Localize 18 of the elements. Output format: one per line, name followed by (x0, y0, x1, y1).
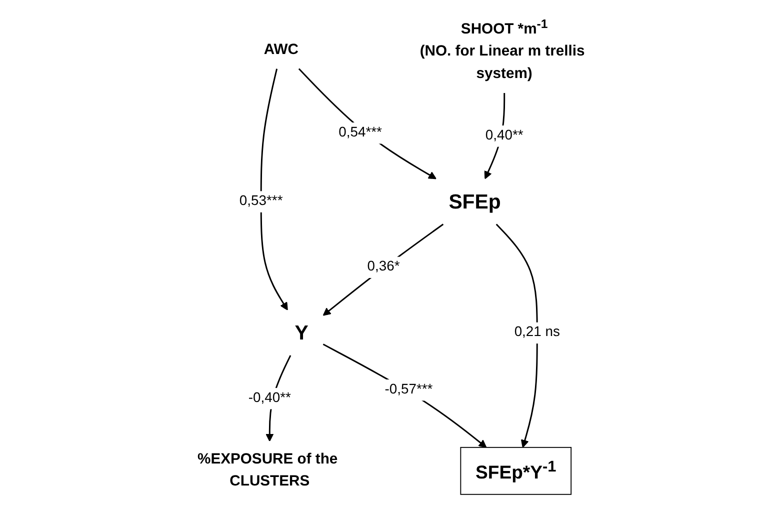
arrow (298, 68, 436, 180)
node-text: SFEp (448, 190, 501, 214)
edge-label: 0,53*** (239, 192, 283, 209)
edge-label: 0,40** (485, 127, 524, 144)
arrow (260, 68, 288, 310)
node-text: Y (294, 321, 308, 344)
arrow (496, 224, 538, 448)
node-text: AWC (264, 42, 298, 58)
edge-label: -0,57*** (384, 381, 433, 398)
edge-label: 0,36* (367, 258, 400, 274)
node-text: %EXPOSURE of the CLUSTERS (198, 451, 338, 490)
edge-label: 0,54*** (338, 124, 382, 140)
edge-label: 0,21 ns (514, 324, 560, 340)
edge-label: -0,40** (248, 390, 291, 406)
arrow (322, 224, 444, 316)
node-text: SHOOT *m$^{-1}$ (NO. for Linear m trellis system) (420, 16, 585, 82)
node-box: SFEp*Y$^{-1}$ (460, 446, 572, 495)
arrow (322, 344, 487, 448)
